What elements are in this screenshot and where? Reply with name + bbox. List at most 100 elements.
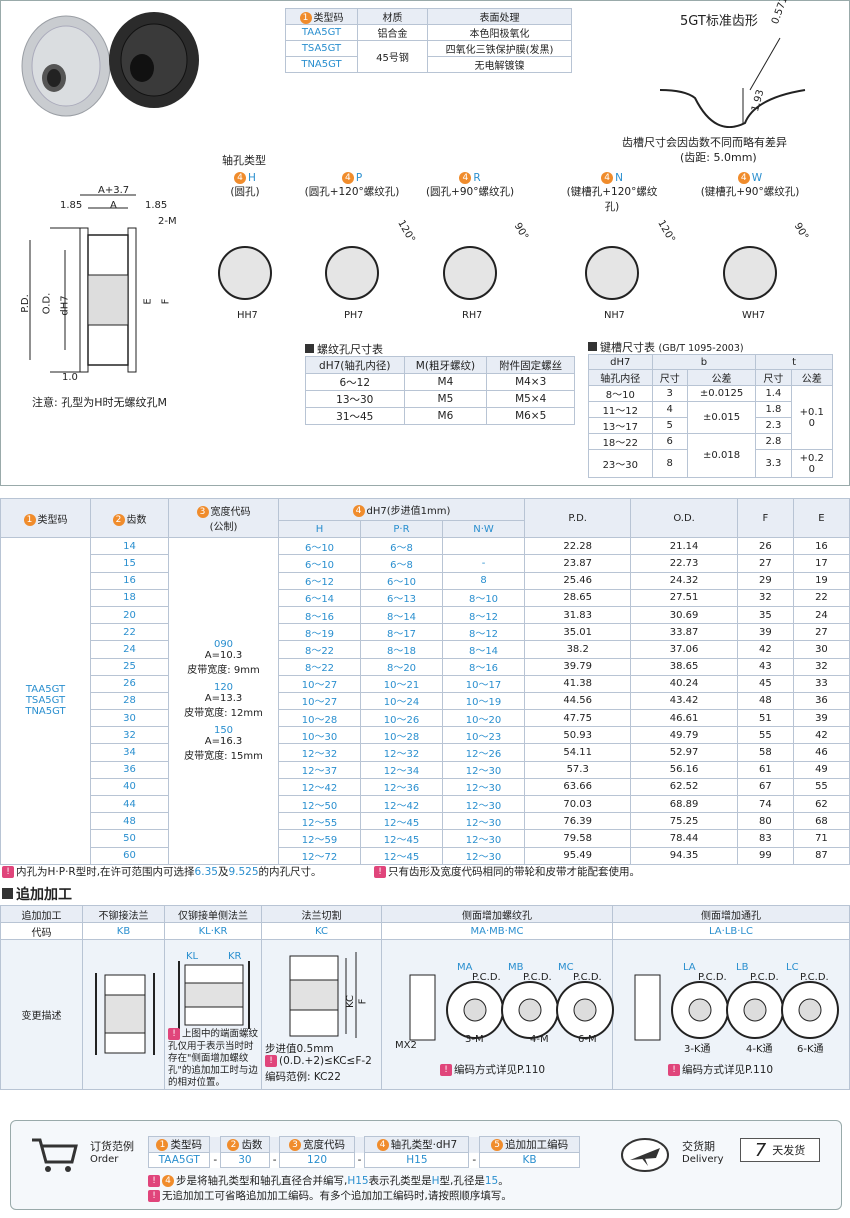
dim-a37: A+3.7 bbox=[98, 185, 130, 196]
kl-note: !上图中的端面螺纹孔仅用于表示当时时存在"侧面增加螺纹孔"的追加加工时与边的相对… bbox=[168, 1028, 259, 1088]
bore-label-h: HH7 bbox=[237, 310, 258, 321]
lc-label: LC bbox=[786, 962, 799, 973]
l-note: !编码方式详见P.110 bbox=[668, 1062, 773, 1077]
m6-label: 6-M bbox=[578, 1034, 597, 1045]
delivery-title: 交货期 bbox=[682, 1140, 715, 1153]
m3-label: 3-M bbox=[465, 1034, 484, 1045]
order-subtitle: Order bbox=[90, 1154, 119, 1165]
la-label: LA bbox=[683, 962, 696, 973]
dim-right-185: 1.85 bbox=[145, 200, 168, 211]
dim-2m: 2-M bbox=[158, 216, 177, 227]
dim-e: E bbox=[142, 298, 154, 305]
dim-od: O.D. bbox=[41, 292, 53, 315]
dim-f: F bbox=[160, 298, 172, 305]
m-note: !编码方式详见P.110 bbox=[440, 1062, 545, 1077]
tooth-profile-title: 5GT标准齿形 bbox=[680, 14, 758, 29]
kc-drawing bbox=[289, 952, 357, 1038]
key-table-title: 键槽尺寸表 (GB/T 1095-2003) bbox=[588, 339, 744, 355]
drawing-note: 注意: 孔型为H时无螺纹孔M bbox=[32, 396, 167, 409]
k3-label: 3-K通 bbox=[684, 1044, 711, 1055]
lb-pcd: P.C.D. bbox=[750, 972, 779, 983]
delivery-subtitle: Delivery bbox=[682, 1154, 724, 1165]
mc-pcd: P.C.D. bbox=[573, 972, 602, 983]
kl-label: KL bbox=[186, 951, 199, 962]
shaft-hole-p bbox=[325, 246, 379, 300]
k4-label: 4-K通 bbox=[746, 1044, 773, 1055]
dim-a: A bbox=[110, 200, 117, 211]
tooth-profile-drawing bbox=[659, 37, 806, 128]
mx2-label: MX2 bbox=[395, 1040, 417, 1051]
la-pcd: P.C.D. bbox=[698, 972, 727, 983]
side-through-drawing bbox=[634, 974, 839, 1041]
delivery-box: 7 天发货 bbox=[740, 1138, 820, 1162]
bore-note: !内孔为H·P·R型时,在许可范围内可选择6.35及9.525的内孔尺寸。 bbox=[2, 864, 322, 879]
delivery-days-label: 天发货 bbox=[772, 1144, 806, 1157]
order-title: 订货范例 bbox=[90, 1140, 134, 1153]
order-note-2: !无追加加工可省略追加加工编码。有多个追加加工编码时,请按照顺序填写。 bbox=[148, 1188, 512, 1203]
ma-pcd: P.C.D. bbox=[472, 972, 501, 983]
shaft-hole-r bbox=[443, 246, 497, 300]
m4-label: 4-M bbox=[530, 1034, 549, 1045]
dim-left-185: 1.85 bbox=[60, 200, 83, 211]
kb-drawing bbox=[95, 973, 155, 1055]
mc-label: MC bbox=[558, 962, 574, 973]
tooth-note: 齿槽尺寸会因齿数不同而略有差异 bbox=[622, 136, 787, 149]
delivery-days: 7 bbox=[754, 1139, 767, 1161]
thread-table-title: 螺纹孔尺寸表 bbox=[305, 341, 383, 357]
kc-example: 编码范例: KC22 bbox=[265, 1071, 341, 1083]
lc-pcd: P.C.D. bbox=[800, 972, 829, 983]
cart-icon bbox=[32, 1138, 78, 1172]
dim-pd: P.D. bbox=[19, 294, 31, 313]
shaft-hole-h bbox=[218, 246, 272, 300]
hole-types-title: 轴孔类型 bbox=[222, 154, 266, 167]
pulley-section-drawing bbox=[29, 194, 137, 373]
kc-step: 步进值0.5mm bbox=[265, 1043, 334, 1055]
lb-label: LB bbox=[736, 962, 749, 973]
kc-dim: KC bbox=[345, 995, 356, 1008]
k6-label: 6-K通 bbox=[797, 1044, 824, 1055]
bore-label-r: RH7 bbox=[462, 310, 483, 321]
ma-label: MA bbox=[457, 962, 473, 973]
bore-label-n: NH7 bbox=[604, 310, 625, 321]
mb-pcd: P.C.D. bbox=[523, 972, 552, 983]
kc-range: !(0.D.+2)≤KC≤F-2 bbox=[265, 1055, 372, 1067]
dim-10: 1.0 bbox=[62, 372, 78, 383]
plane-icon bbox=[621, 1138, 669, 1172]
product-photo bbox=[21, 12, 199, 117]
shaft-hole-n bbox=[585, 246, 639, 300]
dim-dh7: dH7 bbox=[59, 295, 71, 316]
bore-label-p: PH7 bbox=[344, 310, 364, 321]
